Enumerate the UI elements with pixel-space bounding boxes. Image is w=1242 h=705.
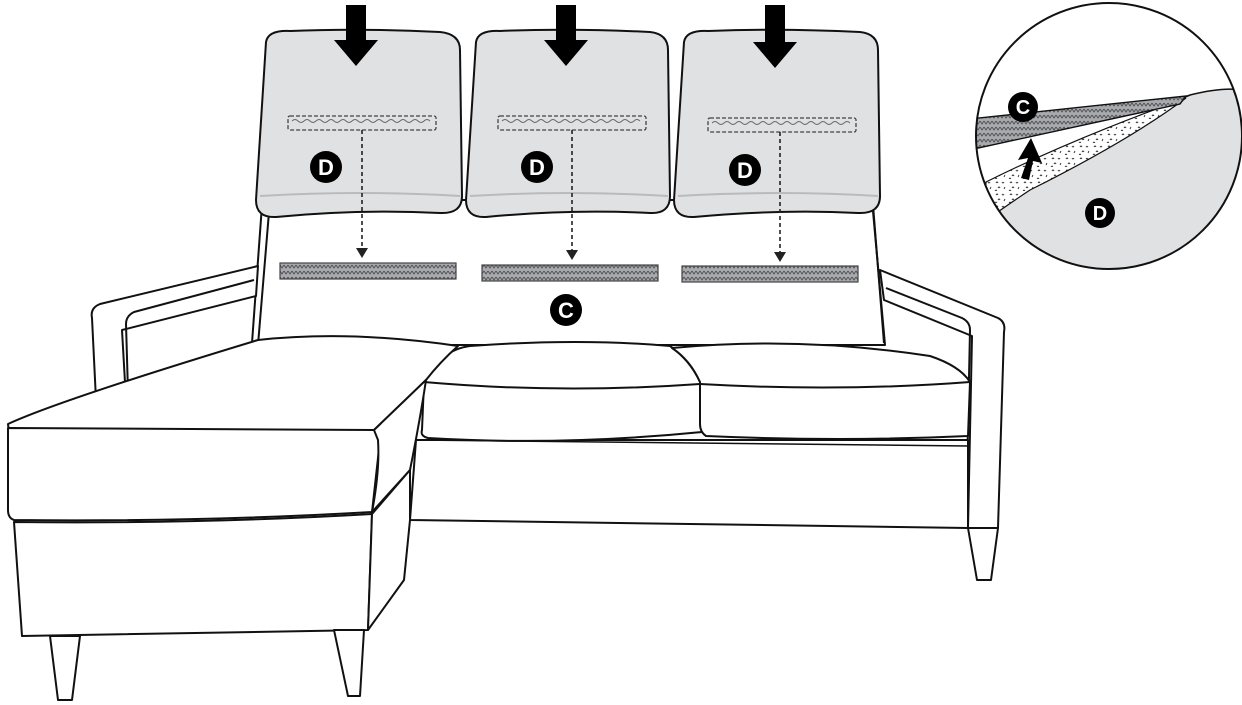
dashed-arrow-icon [566,250,578,260]
marker-label: D [318,155,334,180]
frame-velcro-strip-left [279,262,457,280]
detail-loop-fabric [983,97,1187,224]
detail-cushion-marker-label: D [1093,203,1107,225]
marker-label: C [558,298,574,323]
marker-label: D [737,158,753,183]
chaise-base [13,513,373,637]
dashed-arrow-icon [774,252,786,262]
back-cushion-middle [464,28,672,219]
detail-velcro-marker-label: C [1016,97,1030,119]
seat-cushion-middle [420,341,703,442]
frame-velcro-strip-middle [481,264,659,282]
seat-cushion-right [671,342,971,440]
down-arrow-icon [544,5,588,66]
detail-inset: C D [975,2,1242,270]
frame-velcro-strips [279,262,859,283]
placement-arrows [356,130,786,262]
back-cushions [254,28,882,219]
detail-circle-border [975,2,1242,270]
cushion-velcro-strip-right [707,117,857,133]
left-armrest [90,265,259,401]
dashed-arrow-icon [356,248,368,258]
cushion-marker-middle: D [521,151,553,183]
back-cushion-right [672,28,882,219]
chaise-left-leg [49,635,81,701]
cushion-marker-left: D [310,151,342,183]
velcro-marker: C [550,294,582,326]
down-arrow-icon [334,5,378,66]
chaise-cushion-front [7,427,381,522]
right-front-leg [967,527,999,581]
right-armrest [879,269,1006,529]
sofa-base [409,439,969,529]
up-arrow-icon [1018,138,1042,180]
press-arrows [334,5,797,68]
frame-velcro-strip-right [681,265,859,283]
detail-hook-strip [976,95,1188,153]
marker-label: D [529,155,545,180]
cushion-marker-right: D [729,154,761,186]
chaise-right-leg [333,629,365,697]
down-arrow-icon [753,5,797,68]
sofa [7,199,1006,701]
